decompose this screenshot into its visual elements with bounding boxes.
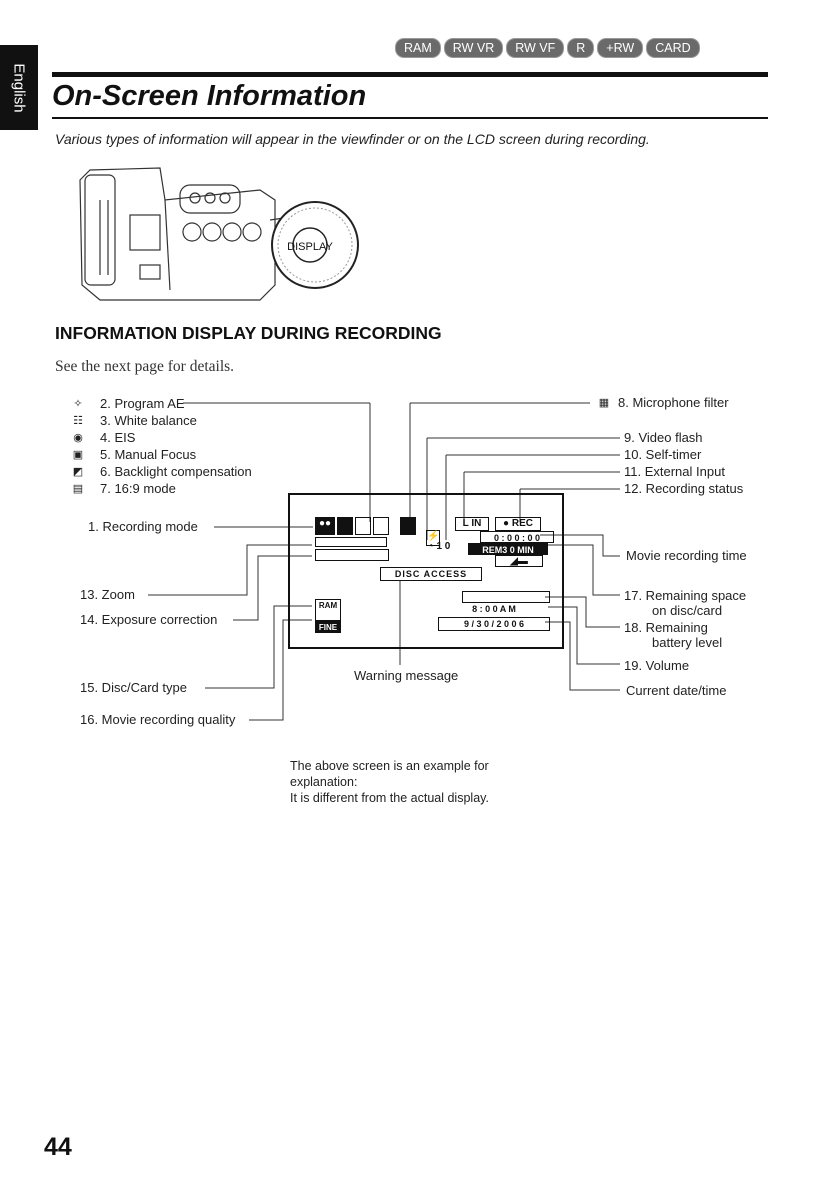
note-line-1: The above screen is an example for	[290, 759, 489, 773]
badge-r: R	[567, 38, 595, 58]
backlight-icon: ◩	[72, 466, 84, 478]
self-timer-display: ◔ 1 0	[427, 541, 451, 552]
battery-indicator: ◢▬	[495, 555, 543, 567]
wide-indicator	[337, 517, 353, 535]
counter-display: 0 : 0 0 : 0 0	[480, 531, 554, 543]
media-badges: RAM RW VR RW VF R +RW CARD	[395, 38, 700, 58]
label-volume: 19. Volume	[624, 658, 690, 673]
label-eis: ◉4. EIS	[70, 429, 252, 446]
label-program-ae: ✧2. Program AE	[70, 395, 252, 412]
page-title: On-Screen Information	[52, 80, 367, 112]
label-movie-quality: 16. Movie recording quality	[80, 712, 236, 727]
note-line-3: It is different from the actual display.	[290, 791, 489, 805]
program-ae-icon: ✧	[73, 398, 83, 410]
camcorder-illustration: DISPLAY	[79, 167, 359, 301]
quality-indicator: FINE	[315, 621, 341, 633]
page-number: 44	[44, 1133, 72, 1161]
title-rule-bottom	[52, 117, 768, 119]
flash-indicator: ⚡	[426, 530, 440, 546]
label-manual-focus: ▣5. Manual Focus	[70, 446, 252, 463]
mic-filter-icon: ▦	[598, 397, 610, 409]
wide-mode-icon: ▤	[72, 483, 84, 495]
label-battery: 18. Remaining	[624, 620, 708, 635]
date-display: 9 / 3 0 / 2 0 0 6	[438, 617, 550, 631]
disc-access-warning: DISC ACCESS	[380, 567, 482, 581]
label-warning: Warning message	[354, 668, 459, 683]
label-external-input: 11. External Input	[624, 464, 725, 479]
badge-ram: RAM	[395, 38, 441, 58]
eis-icon: ◉	[73, 432, 83, 444]
exposure-bar	[315, 549, 389, 561]
badge-rw-vr: RW VR	[443, 38, 504, 58]
label-remaining-space-2: on disc/card	[652, 603, 723, 618]
see-next-page: See the next page for details.	[55, 358, 235, 375]
intro-text: Various types of information will appear…	[55, 131, 650, 147]
manual-focus-icon: ▣	[72, 449, 84, 461]
label-battery-2: battery level	[652, 635, 723, 650]
title-rule-top	[52, 72, 768, 77]
label-mic-filter: ▦8. Microphone filter	[596, 395, 729, 410]
remaining-time-display: REM3 0 MIN	[468, 543, 548, 555]
label-movie-time: Movie recording time	[626, 548, 747, 563]
disc-type-icon: RAM	[315, 599, 341, 621]
badge-card: CARD	[646, 38, 700, 58]
label-remaining-space: 17. Remaining space	[624, 588, 747, 603]
label-video-flash: 9. Video flash	[624, 430, 703, 445]
label-white-balance: ☷3. White balance	[70, 412, 252, 429]
display-button-label: DISPLAY	[287, 241, 333, 253]
label-wide-mode: ▤7. 16:9 mode	[70, 480, 252, 497]
rec-indicator: ● REC	[495, 517, 541, 531]
label-disc-type: 15. Disc/Card type	[80, 680, 187, 695]
note-line-2: explanation:	[290, 775, 358, 789]
zoom-bar	[315, 537, 387, 547]
volume-bar	[462, 591, 550, 603]
label-recording-mode: 1. Recording mode	[88, 519, 198, 534]
badge-plus-rw: +RW	[597, 38, 644, 58]
label-self-timer: 10. Self-timer	[624, 447, 702, 462]
badge-rw-vf: RW VF	[506, 38, 565, 58]
language-tab: English	[0, 45, 38, 130]
label-recording-status: 12. Recording status	[624, 481, 744, 496]
program-ae-indicator	[355, 517, 371, 535]
mic-indicator	[400, 517, 416, 535]
label-zoom: 13. Zoom	[80, 587, 135, 602]
label-datetime: Current date/time	[626, 683, 727, 698]
label-backlight: ◩6. Backlight compensation	[70, 463, 252, 480]
section-heading: INFORMATION DISPLAY DURING RECORDING	[55, 323, 442, 343]
time-display: 8 : 0 0 A M	[472, 604, 516, 614]
lcd-screen-example: ●● ⚡ L IN ● REC 0 : 0 0 : 0 0 ◔ 1 0 REM3…	[288, 493, 564, 649]
label-exposure: 14. Exposure correction	[80, 612, 218, 627]
lin-indicator: L IN	[455, 517, 489, 531]
recording-mode-icon: ●●	[315, 517, 335, 535]
left-label-list: ✧2. Program AE ☷3. White balance ◉4. EIS…	[70, 395, 252, 497]
white-balance-icon: ☷	[73, 415, 83, 427]
backlight-indicator	[373, 517, 389, 535]
example-note: The above screen is an example for expla…	[290, 758, 489, 806]
